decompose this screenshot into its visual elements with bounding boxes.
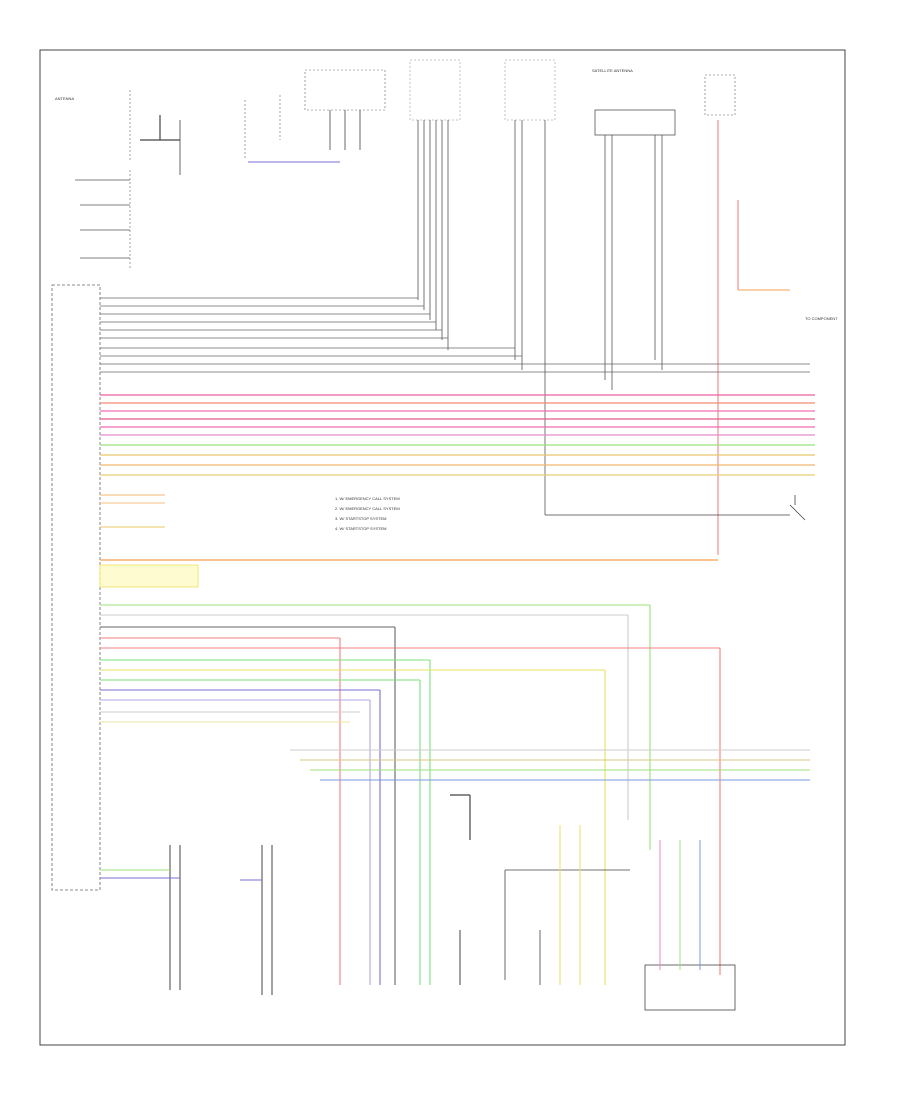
legend: 1. W/ EMERGENCY CALL SYSTEM 2. W/ EMERGE… <box>335 496 400 531</box>
satellite-antenna-label: SATELLITE ANTENNA <box>592 68 633 73</box>
fuse-wire: TO COMPONENT <box>717 120 838 555</box>
top-connectors: SATELLITE ANTENNA <box>409 59 736 136</box>
small-left-wires <box>99 494 718 588</box>
colored-wire-block <box>100 394 815 476</box>
legend-line-4: 4. W/ STARTSTOP SYSTEM <box>335 526 387 531</box>
antenna-group: ANTENNA <box>55 90 131 270</box>
right-switch <box>545 495 806 521</box>
legend-line-3: 3. W/ STARTSTOP SYSTEM <box>335 516 387 521</box>
speed-sensor-module <box>240 845 273 995</box>
bottom-connector-group <box>450 794 736 1011</box>
lower-wire-block <box>100 604 721 985</box>
antenna-label: ANTENNA <box>55 96 74 101</box>
legend-line-1: 1. W/ EMERGENCY CALL SYSTEM <box>335 496 400 501</box>
top-module-3 <box>304 69 386 150</box>
top-module-2 <box>244 95 340 163</box>
control-module-outline <box>51 284 101 891</box>
top-module-1 <box>140 115 181 175</box>
diagram-frame <box>39 49 846 1046</box>
to-component-label: TO COMPONENT <box>805 316 838 321</box>
vertical-bundles-top <box>417 120 663 515</box>
gray-wire-block <box>100 297 810 373</box>
legend-line-2: 2. W/ EMERGENCY CALL SYSTEM <box>335 506 400 511</box>
emergency-call-module <box>100 845 181 990</box>
lower-right-wires <box>290 749 810 781</box>
